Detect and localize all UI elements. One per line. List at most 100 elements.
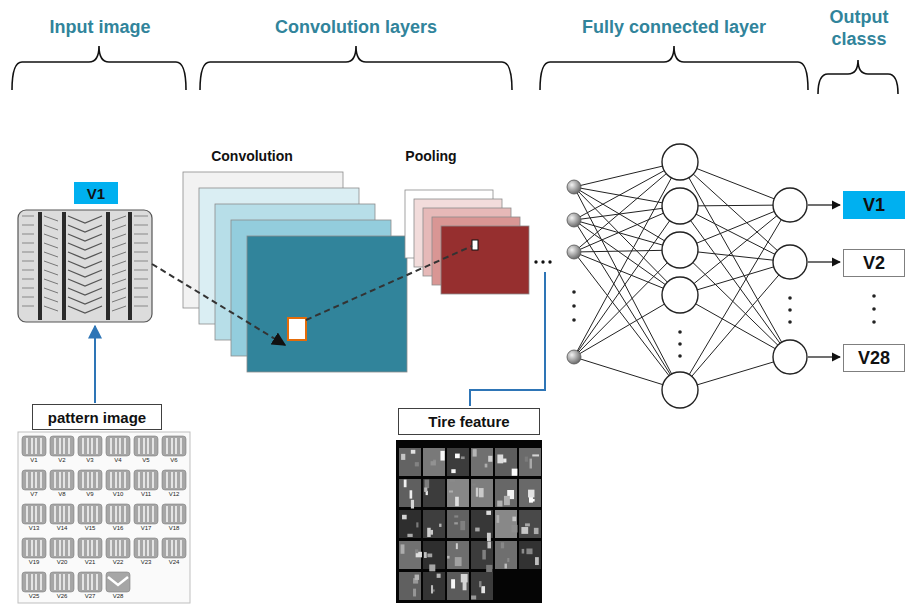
pattern-id: V28 [104, 593, 132, 600]
pattern-thumb [50, 538, 74, 558]
pattern-id: V18 [160, 525, 188, 532]
tire-shoulder [134, 261, 148, 262]
pattern-id: V26 [48, 593, 76, 600]
tire-chevron [68, 261, 102, 268]
pattern-groove [63, 438, 64, 454]
pattern-thumb [50, 572, 74, 592]
pattern-groove [166, 438, 167, 454]
pattern-groove [166, 472, 167, 488]
tire-sipe [44, 216, 58, 221]
pattern-groove [54, 574, 55, 590]
feature-tile [519, 448, 541, 476]
pattern-groove [35, 540, 36, 556]
pattern-thumb [134, 470, 158, 490]
pattern-groove [180, 438, 181, 454]
feature-tile [519, 479, 541, 507]
pattern-groove [68, 506, 69, 522]
pattern-groove [152, 540, 153, 556]
tire-sipe [112, 279, 126, 284]
pattern-groove [87, 472, 88, 488]
pattern-groove [26, 472, 27, 488]
feature-speck [487, 533, 491, 543]
tire-chevron [68, 279, 102, 286]
tire-sipe [112, 225, 126, 230]
feature-tile [447, 448, 469, 476]
tire-chevron [68, 216, 102, 223]
pattern-groove [54, 540, 55, 556]
feature-tile [423, 479, 445, 507]
feature-speck [525, 523, 530, 526]
pattern-groove [87, 438, 88, 454]
node-text: V1 [87, 185, 105, 202]
pattern-thumb [134, 436, 158, 456]
feature-speck [455, 454, 460, 459]
pattern-groove [96, 540, 97, 556]
pattern-groove [40, 472, 41, 488]
tire-sipe [112, 288, 126, 293]
feature-speck [431, 585, 433, 593]
ellipsis-dot [788, 308, 792, 312]
conv-window [288, 318, 306, 340]
feature-speck [512, 525, 518, 533]
feature-speck [512, 517, 516, 522]
pattern-thumb [106, 538, 130, 558]
pattern-id: V8 [48, 491, 76, 498]
feature-tile [519, 510, 541, 538]
pattern-groove [68, 540, 69, 556]
ellipsis-dot [872, 294, 876, 298]
pattern-groove [147, 540, 148, 556]
pattern-id: V1 [20, 457, 48, 464]
input-neuron [567, 350, 581, 364]
feature-speck [411, 500, 414, 509]
pattern-groove [82, 506, 83, 522]
tire-body [18, 210, 152, 322]
feature-speck [504, 496, 510, 505]
pattern-groove [26, 438, 27, 454]
pattern-groove [152, 506, 153, 522]
pattern-chevron [108, 577, 128, 585]
feature-leader [470, 272, 545, 406]
pattern-groove [40, 574, 41, 590]
tire-sipe [112, 306, 126, 311]
pattern-groove [147, 438, 148, 454]
tire-shoulder [22, 270, 34, 271]
pattern-groove [26, 540, 27, 556]
tire-shoulder [22, 234, 34, 235]
tire-sipe [44, 261, 58, 266]
pattern-groove [40, 540, 41, 556]
feature-speck [455, 497, 459, 506]
tire-sipe [44, 270, 58, 275]
feature-ground [396, 440, 542, 603]
feature-speck [530, 459, 532, 469]
tire-shoulder [22, 306, 34, 307]
feature-speck [487, 541, 491, 548]
pattern-groove [59, 540, 60, 556]
feature-tile [399, 448, 421, 476]
feature-speck [507, 558, 509, 562]
pattern-thumb [22, 470, 46, 490]
tire-chevron [68, 252, 102, 259]
feature-speck [461, 574, 468, 582]
pattern-groove [35, 472, 36, 488]
pattern-groove [138, 540, 139, 556]
feature-speck [535, 557, 539, 565]
pattern-groove [63, 540, 64, 556]
tire-chevron [68, 288, 102, 295]
pattern-groove [171, 472, 172, 488]
feature-speck [413, 589, 416, 597]
pattern-groove [59, 472, 60, 488]
pattern-id: V17 [132, 525, 160, 532]
feature-speck [404, 480, 407, 488]
pattern-groove [119, 506, 120, 522]
output-class-box: V28 [843, 344, 905, 372]
feature-tile [423, 448, 445, 476]
tire-shoulder [22, 288, 34, 289]
pattern-groove [124, 438, 125, 454]
tire-chevron [68, 270, 102, 277]
input-neuron [567, 245, 581, 259]
tire-sipe [112, 234, 126, 239]
pattern-groove [180, 506, 181, 522]
dot [534, 260, 537, 263]
feature-tile [495, 541, 517, 569]
tire-shoulder [134, 225, 148, 226]
